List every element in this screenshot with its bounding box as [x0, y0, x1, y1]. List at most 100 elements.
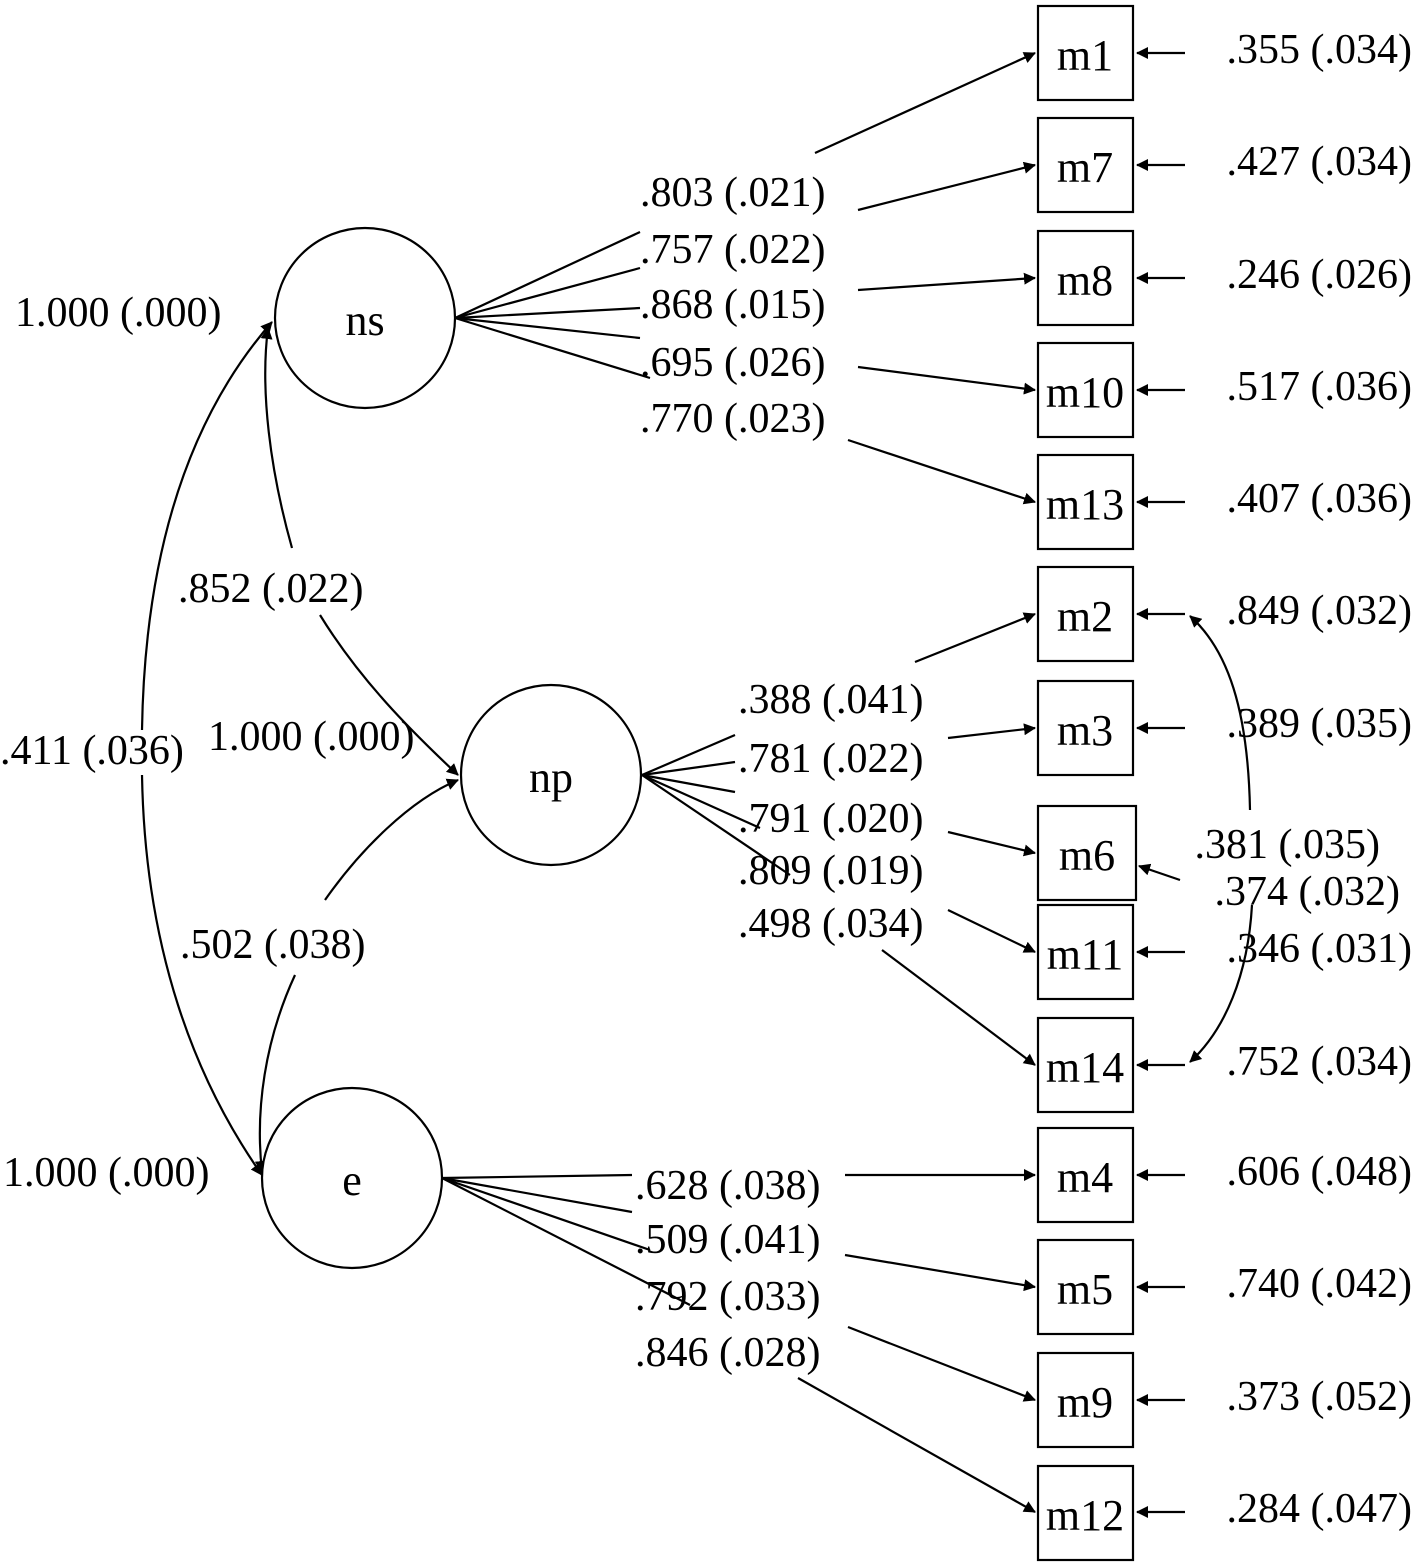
indicator-m5-label: m5: [1057, 1265, 1113, 1314]
residual-m2: .849 (.032): [1227, 588, 1412, 634]
latent-e-circle: [260, 1086, 444, 1270]
loading-np-m14: .498 (.034): [738, 901, 923, 947]
indicator-m5-box: [1036, 1238, 1135, 1336]
path-e-m12-tail: [797, 1377, 1036, 1513]
indicator-m2-label: m2: [1057, 592, 1113, 641]
path-ns-m8-tail: [857, 272, 1036, 292]
residual-m8: .246 (.026): [1227, 252, 1412, 298]
path-np-m14-tail: [881, 949, 1036, 1066]
indicator-m3-label: m3: [1057, 706, 1113, 755]
path-np-m6-tail: [947, 830, 1036, 857]
indicator-m8-label: m8: [1057, 256, 1113, 305]
indicator-m11-box: [1036, 903, 1135, 1001]
cov-arc-ns-np-upper: [260, 327, 294, 549]
indicator-m4-box: [1036, 1126, 1135, 1224]
cov-arc-ns-e-upper: [140, 321, 273, 731]
residual-m4: .606 (.048): [1227, 1149, 1412, 1195]
covariance-ns-e: .411 (.036): [0, 728, 184, 774]
loading-ns-m8: .868 (.015): [640, 282, 825, 328]
path-ns-m1-tail: [814, 51, 1036, 155]
indicator-m6-box: [1036, 804, 1138, 902]
loading-ns-m1: .803 (.021): [640, 170, 825, 216]
path-np-m14: [641, 774, 791, 876]
residual-m6: .381 (.035): [1195, 822, 1380, 868]
latent-e-label: e: [342, 1156, 362, 1205]
indicator-m14-label: m14: [1046, 1043, 1124, 1092]
loading-ns-m13: .770 (.023): [640, 396, 825, 442]
indicator-m13-box: [1036, 453, 1135, 551]
indicator-m12-label: m12: [1046, 1491, 1124, 1540]
residual-m12: .284 (.047): [1227, 1486, 1412, 1532]
path-np-m2: [641, 733, 736, 777]
indicator-m1-label: m1: [1057, 31, 1113, 80]
indicator-m13-label: m13: [1046, 480, 1124, 529]
indicator-m7-box: [1036, 116, 1135, 214]
path-np-m3: [641, 760, 736, 777]
indicator-m9-label: m9: [1057, 1378, 1113, 1427]
loading-e-m9: .792 (.033): [635, 1274, 820, 1320]
latent-np: np: [459, 683, 643, 867]
latent-e: e: [260, 1086, 444, 1270]
indicator-boxes: [1036, 4, 1138, 1562]
loading-np-m11: .809 (.019): [738, 848, 923, 894]
indicator-m1-box: [1036, 4, 1135, 102]
loading-e-m4: .628 (.038): [635, 1163, 820, 1209]
loading-np-m2: .388 (.041): [738, 677, 923, 723]
latent-ns: ns: [273, 226, 457, 410]
path-np-m2-tail: [914, 612, 1036, 664]
residual-m14: .752 (.034): [1227, 1039, 1412, 1085]
path-ns-m13-tail: [847, 438, 1036, 505]
cov-arc-np-e-lower: [254, 974, 296, 1173]
path-e-m5: [441, 1176, 633, 1214]
loading-ns-m7: .757 (.022): [640, 227, 825, 273]
latent-np-circle: [459, 683, 643, 867]
indicator-m4-label: m4: [1057, 1153, 1113, 1202]
residual-m5: .740 (.042): [1227, 1261, 1412, 1307]
indicator-labels: m1 m7 m8 m10 m13 m2 m3 m6 m11 m14 m4 m5 …: [1046, 31, 1124, 1540]
path-e-m9: [441, 1176, 651, 1252]
cov-arc-ns-e-lower: [140, 774, 263, 1176]
rescov-arc-lower: [1189, 904, 1254, 1063]
loading-np-m3: .781 (.022): [738, 736, 923, 782]
indicator-m7-label: m7: [1057, 143, 1113, 192]
path-ns-m7: [454, 266, 641, 320]
residual-covariance-m2-m14-label: .374 (.032): [1215, 869, 1400, 915]
path-np-m11-tail: [947, 909, 1036, 953]
loading-np-m6: .791 (.020): [738, 796, 923, 842]
path-ns-m10-tail: [857, 365, 1036, 395]
indicator-m6-label: m6: [1059, 831, 1115, 880]
indicator-m14-box: [1036, 1016, 1135, 1114]
loading-e-m12: .846 (.028): [635, 1330, 820, 1376]
path-e-m9-tail: [847, 1325, 1036, 1402]
residual-labels: .355 (.034) .427 (.034) .246 (.026) .517…: [1195, 27, 1412, 1532]
indicator-m11-label: m11: [1047, 930, 1124, 979]
factor-labels: 1.000 (.000) 1.000 (.000) 1.000 (.000) .…: [0, 290, 414, 1196]
covariance-np-e: .502 (.038): [180, 922, 365, 968]
residual-arrow-m6: [1138, 863, 1181, 882]
path-ns-m7-tail: [857, 161, 1036, 212]
residual-m1: .355 (.034): [1227, 27, 1412, 73]
rescov-arc-upper: [1189, 615, 1252, 811]
indicator-m12-box: [1036, 1464, 1135, 1562]
loading-ns-m10: .695 (.026): [640, 340, 825, 386]
residual-m3: .389 (.035): [1227, 701, 1412, 747]
path-ns-m10: [454, 316, 641, 340]
factor-covariances: [140, 321, 459, 1176]
indicator-m10-box: [1036, 341, 1135, 439]
covariance-ns-np: .852 (.022): [178, 566, 363, 612]
latent-np-label: np: [529, 753, 573, 802]
latent-ns-circle: [273, 226, 457, 410]
path-e-m4: [441, 1173, 633, 1180]
residual-m11: .346 (.031): [1227, 926, 1412, 972]
variance-e: 1.000 (.000): [3, 1150, 209, 1196]
indicator-m3-box: [1036, 679, 1135, 777]
loading-e-m5: .509 (.041): [635, 1217, 820, 1263]
residual-m13: .407 (.036): [1227, 476, 1412, 522]
path-np-m3-tail: [947, 723, 1036, 740]
path-np-m6: [641, 773, 736, 794]
path-np-m11: [641, 773, 761, 830]
path-ns-m1: [454, 231, 641, 319]
path-e-m12: [441, 1177, 691, 1306]
path-ns-m8: [454, 306, 641, 320]
